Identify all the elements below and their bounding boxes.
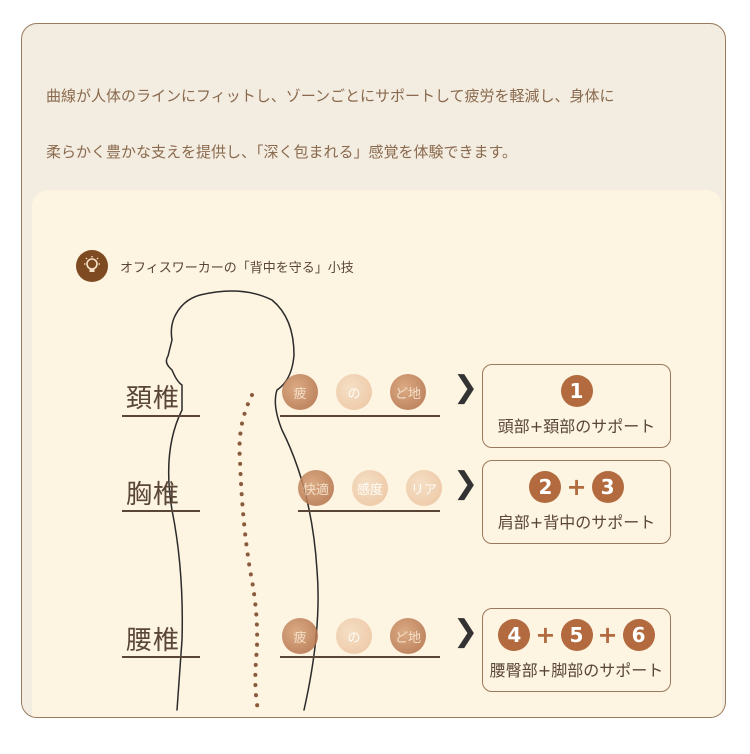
intro-line-1: 曲線が人体のラインにフィットし、ゾーンごとにサポートして疲労を軽減し、身体に [46, 87, 615, 105]
spine-panel: オフィスワーカーの「背中を守る」小技 頚椎 胸椎 腰椎 疲 の ど地 快適 感度… [32, 190, 722, 717]
support-text: 頭部+頚部のサポート [497, 417, 656, 436]
zone-number: 1 [560, 375, 593, 407]
support-box-lumbar: 4 + 5 + 6 腰臀部+脚部のサポート [482, 608, 671, 692]
intro-line-2: 柔らかく豊かな支えを提供し、「深く包まれる」感覚を体験できます。 [46, 143, 518, 161]
tip-header: オフィスワーカーの「背中を守る」小技 [76, 250, 354, 282]
zone-number: 6 [622, 619, 655, 651]
lumbar-underline [122, 656, 200, 658]
bubble: 疲 [282, 374, 318, 410]
thoracic-pointer-line [298, 510, 440, 512]
bubble: の [336, 618, 372, 654]
bubble-row-cervical: 疲 の ど地 [282, 374, 426, 410]
zone-numbers: 4 + 5 + 6 [498, 619, 655, 651]
bubble: 疲 [282, 618, 318, 654]
support-box-cervical: 1 頭部+頚部のサポート [482, 364, 671, 448]
bubble-row-thoracic: 快適 感度 リア [298, 470, 442, 506]
bubble: ど地 [390, 618, 426, 654]
chevron-right-icon: ❯ [453, 466, 479, 501]
zone-numbers: 1 [560, 375, 593, 407]
bubble: リア [406, 470, 442, 506]
plus-sign: + [597, 621, 618, 649]
intro-paragraph: 曲線が人体のラインにフィットし、ゾーンごとにサポートして疲労を軽減し、身体に 柔… [46, 68, 706, 180]
support-text: 肩部+背中のサポート [497, 513, 656, 532]
support-text: 腰臀部+脚部のサポート [489, 661, 664, 680]
bubble: の [336, 374, 372, 410]
chevron-right-icon: ❯ [453, 614, 479, 649]
bubble: ど地 [390, 374, 426, 410]
zone-numbers: 2 + 3 [529, 471, 624, 503]
thoracic-label: 胸椎 [126, 480, 181, 510]
bubble-row-lumbar: 疲 の ど地 [282, 618, 426, 654]
plus-sign: + [566, 473, 587, 501]
thoracic-underline [122, 510, 200, 512]
lumbar-pointer-line [280, 656, 440, 658]
zone-number: 3 [591, 471, 624, 503]
feature-card: 曲線が人体のラインにフィットし、ゾーンごとにサポートして疲労を軽減し、身体に 柔… [21, 23, 726, 718]
cervical-pointer-line [280, 415, 440, 417]
plus-sign: + [535, 621, 556, 649]
zone-number: 2 [529, 471, 562, 503]
lightbulb-icon [76, 250, 108, 282]
tip-text: オフィスワーカーの「背中を守る」小技 [120, 260, 354, 276]
bubble: 快適 [298, 470, 334, 506]
zone-number: 5 [560, 619, 593, 651]
zone-number: 4 [498, 619, 531, 651]
bubble: 感度 [352, 470, 388, 506]
cervical-underline [122, 415, 200, 417]
chevron-right-icon: ❯ [453, 370, 479, 405]
lumbar-label: 腰椎 [126, 626, 181, 656]
support-box-thoracic: 2 + 3 肩部+背中のサポート [482, 460, 671, 544]
human-silhouette [165, 290, 319, 712]
cervical-label: 頚椎 [126, 384, 181, 414]
